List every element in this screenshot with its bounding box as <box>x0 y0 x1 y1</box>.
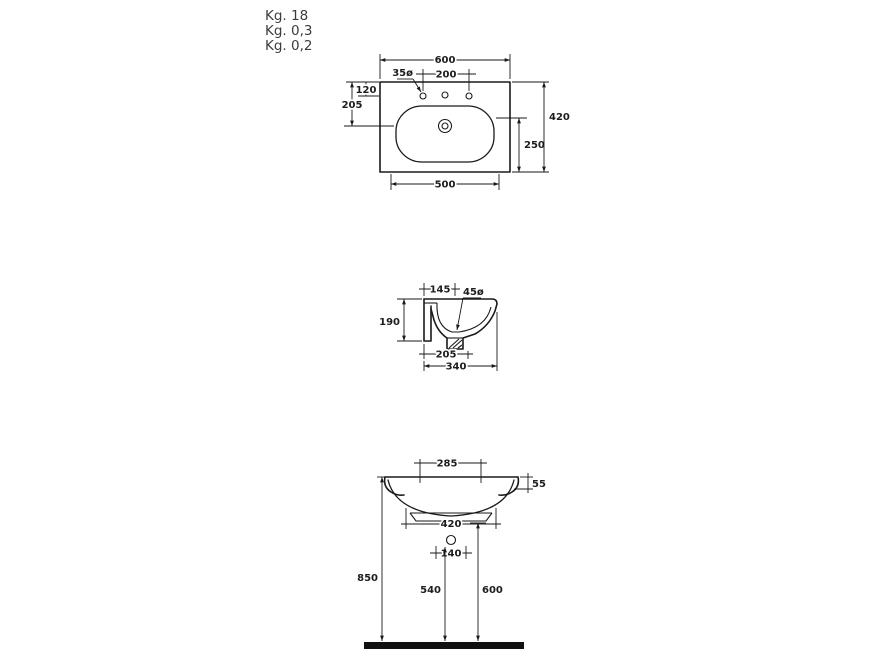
dim-label-rim-height: 850 <box>357 573 378 584</box>
faucet-hole-right <box>465 92 473 100</box>
floor-line <box>364 642 524 649</box>
dim-45-leader <box>456 297 481 331</box>
front-right-edge <box>498 476 520 496</box>
front-left-edge <box>383 476 405 496</box>
dim-label-bottom-width: 500 <box>435 180 456 191</box>
front-bottom-shelf <box>409 512 493 522</box>
dim-label-top-depth: 420 <box>549 112 570 123</box>
basin-bowl-plan <box>395 105 495 163</box>
wall-bracket <box>423 298 432 342</box>
weight-label-3: Kg. 0,2 <box>265 38 312 54</box>
dim-600-top <box>379 54 511 79</box>
weight-labels: Kg. 18 Kg. 0,3 Kg. 0,2 <box>265 8 312 54</box>
dim-200-holes <box>416 69 476 91</box>
dim-label-bracket-spacing: 285 <box>437 459 458 470</box>
wall-outlet-hole <box>445 534 457 546</box>
basin-plan-outline <box>379 81 511 173</box>
dim-label-drain-diameter: 45ø <box>463 287 484 298</box>
dim-145 <box>419 283 460 296</box>
dim-label-back-drain: 205 <box>436 350 457 361</box>
dim-500-bottom <box>390 174 500 190</box>
dim-label-hole-diameter: 35ø <box>392 68 413 79</box>
dim-label-edge-holes: 120 <box>356 85 377 96</box>
dim-label-wall-drain: 145 <box>430 285 451 296</box>
dim-190 <box>397 298 422 342</box>
dim-205-edge-drain <box>344 82 394 127</box>
dim-285 <box>414 459 487 483</box>
dim-420-front <box>401 508 501 529</box>
faucet-hole-center <box>441 91 449 99</box>
dim-label-edge-drain: 205 <box>342 100 363 111</box>
top-view: 600 200 35ø 120 205 <box>340 53 572 192</box>
drain-plan-outer <box>437 118 453 134</box>
dim-label-rim-thickness: 55 <box>532 479 546 490</box>
dim-label-total-depth: 340 <box>446 362 467 373</box>
drain-hatch <box>448 338 463 349</box>
dim-250-bowl <box>496 117 527 173</box>
weight-label-2: Kg. 0,3 <box>265 23 312 39</box>
dim-340 <box>423 312 498 371</box>
dim-label-front-bottom-width: 420 <box>441 519 462 530</box>
dim-label-bowl-depth: 250 <box>524 140 545 151</box>
dim-label-hole-spacing: 200 <box>436 70 457 81</box>
dim-label-outlet-height: 540 <box>420 585 441 596</box>
dim-label-outlet-offset: 140 <box>441 549 462 560</box>
dim-420-top <box>512 81 549 173</box>
side-bowl-inner <box>436 302 492 333</box>
dim-205-side <box>419 344 473 359</box>
faucet-hole-left <box>419 92 427 100</box>
dim-850 <box>377 476 385 641</box>
side-profile-outer <box>423 298 498 350</box>
drain-plan-inner <box>441 122 449 130</box>
dim-140 <box>430 546 472 559</box>
dim-label-mount-height: 190 <box>379 317 400 328</box>
side-view: 145 45ø 190 205 340 <box>378 283 498 374</box>
dim-35-leader <box>397 78 422 93</box>
weight-label-1: Kg. 18 <box>265 8 308 24</box>
front-underside-curve <box>387 479 515 517</box>
dim-600-front <box>470 522 486 641</box>
dim-label-bottom-height: 600 <box>482 585 503 596</box>
dim-55 <box>514 473 533 493</box>
dim-label-top-width: 600 <box>435 55 456 66</box>
front-view: 285 55 420 140 850 <box>356 457 548 649</box>
